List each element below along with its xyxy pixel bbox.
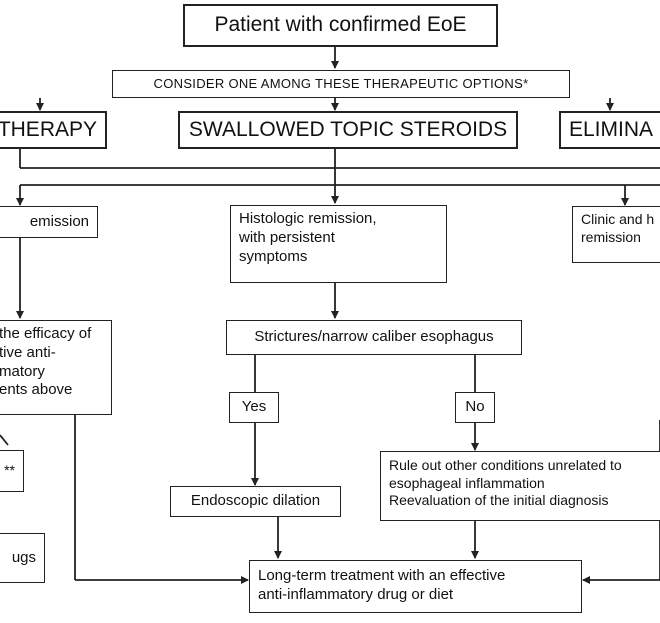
long-term-line-2: anti-inflammatory drug or diet bbox=[258, 585, 454, 603]
right-clinic-line-2: remission bbox=[581, 228, 641, 245]
right-clinic-line-1: Clinic and h bbox=[581, 211, 655, 227]
right-clinic-box: Clinic and h remission bbox=[572, 206, 660, 263]
left-drugs-text: ugs bbox=[11, 548, 36, 566]
consider-box: CONSIDER ONE AMONG THESE THERAPEUTIC OPT… bbox=[112, 70, 570, 98]
option-therapy-text: THERAPY bbox=[0, 117, 97, 141]
left-efficacy-line-1: the efficacy of bbox=[0, 325, 92, 342]
option-steroids-text: SWALLOWED TOPIC STEROIDS bbox=[188, 117, 508, 141]
left-remission-box: emission bbox=[0, 206, 98, 238]
left-efficacy-line-4: ents above bbox=[0, 381, 73, 399]
consider-text: CONSIDER ONE AMONG THESE THERAPEUTIC OPT… bbox=[153, 75, 529, 91]
left-remission-text: emission bbox=[29, 212, 89, 230]
long-term-line-1: Long-term treatment with an effective bbox=[258, 567, 506, 584]
yes-text: Yes bbox=[241, 398, 267, 416]
option-steroids-box: SWALLOWED TOPIC STEROIDS bbox=[178, 111, 518, 149]
histologic-line-1: Histologic remission, bbox=[239, 210, 377, 227]
rule-out-line-2: esophageal inflammation bbox=[389, 474, 545, 491]
long-term-treatment-box: Long-term treatment with an effective an… bbox=[249, 560, 582, 613]
title-text: Patient with confirmed EoE bbox=[214, 13, 467, 37]
left-efficacy-box: the efficacy of tive anti- matory ents a… bbox=[0, 320, 112, 415]
left-small-text: ** bbox=[4, 462, 15, 479]
histologic-line-2: with persistent bbox=[239, 228, 335, 246]
option-elimination-text: ELIMINA bbox=[569, 117, 654, 141]
left-drugs-box: ugs bbox=[0, 533, 45, 583]
option-elimination-box: ELIMINA bbox=[559, 111, 660, 149]
histologic-remission-box: Histologic remission, with persistent sy… bbox=[230, 205, 447, 283]
strictures-text: Strictures/narrow caliber esophagus bbox=[254, 328, 494, 346]
rule-out-line-3: Reevaluation of the initial diagnosis bbox=[389, 492, 609, 508]
no-box: No bbox=[455, 392, 495, 423]
title-box: Patient with confirmed EoE bbox=[183, 4, 498, 47]
left-efficacy-line-2: tive anti- bbox=[0, 343, 56, 361]
rule-out-line-1: Rule out other conditions unrelated to bbox=[389, 457, 622, 473]
left-efficacy-line-3: matory bbox=[0, 362, 45, 380]
endoscopic-dilation-box: Endoscopic dilation bbox=[170, 486, 341, 517]
histologic-line-3: symptoms bbox=[239, 247, 308, 265]
left-stub bbox=[0, 434, 9, 446]
strictures-box: Strictures/narrow caliber esophagus bbox=[226, 320, 522, 355]
option-therapy-box: THERAPY bbox=[0, 111, 107, 149]
no-text: No bbox=[465, 398, 485, 416]
yes-box: Yes bbox=[229, 392, 279, 423]
endoscopic-dilation-text: Endoscopic dilation bbox=[190, 492, 321, 510]
rule-out-box: Rule out other conditions unrelated to e… bbox=[380, 451, 660, 521]
left-small-box: ** bbox=[0, 450, 24, 492]
